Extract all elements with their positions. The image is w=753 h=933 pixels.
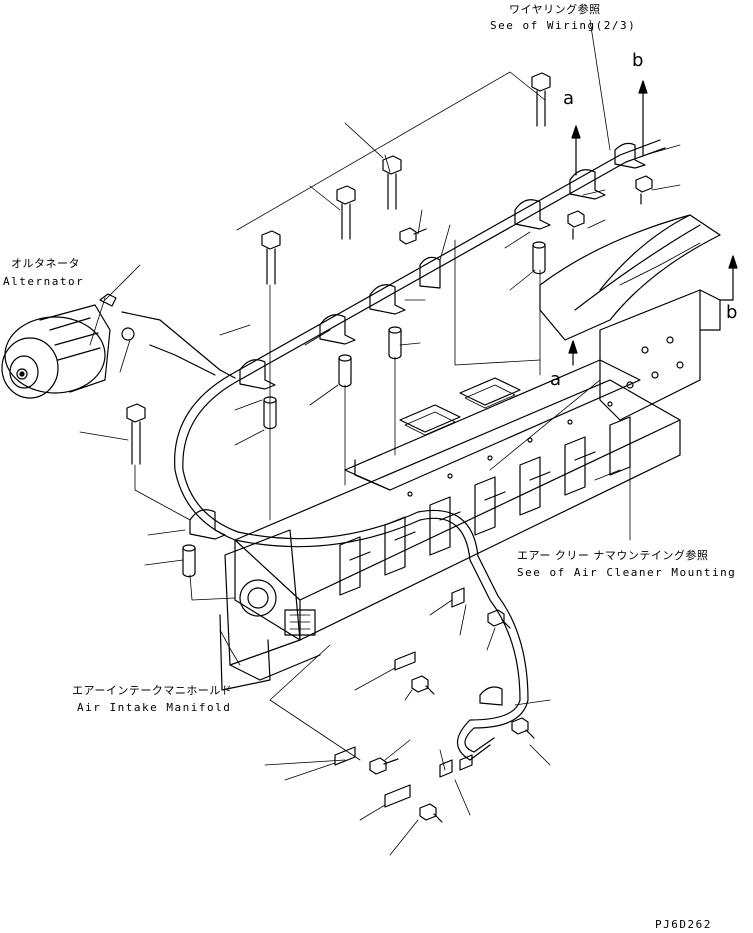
ref-marker-a-top: a bbox=[563, 88, 575, 109]
air-cleaner-bracket bbox=[540, 215, 720, 420]
manifold-body bbox=[220, 360, 680, 690]
mounting-bolts bbox=[127, 73, 652, 822]
alternator-label-en: Alternator bbox=[3, 275, 85, 288]
ref-marker-a-bottom: a bbox=[550, 369, 562, 390]
harness-clamps bbox=[190, 143, 645, 705]
leader-lines bbox=[80, 20, 700, 855]
wiring-label-jp: ワイヤリング参照 bbox=[509, 3, 601, 16]
ref-marker-b-top: b bbox=[632, 50, 644, 71]
air-cleaner-label-jp: エアー クリー ナマウンテイング参照 bbox=[517, 549, 709, 562]
intake-label-en: Air Intake Manifold bbox=[77, 701, 232, 714]
drawing-code: PJ6D262 bbox=[655, 918, 712, 931]
harness-tube bbox=[175, 140, 665, 760]
alternator-label-jp: オルタネータ bbox=[11, 257, 80, 270]
intake-label-jp: エアーインテークマニホールド bbox=[72, 684, 233, 697]
wiring-label-en: See of Wiring(2/3) bbox=[490, 19, 637, 32]
alternator bbox=[2, 294, 235, 398]
ref-marker-b-right: b bbox=[726, 302, 738, 323]
reference-arrows bbox=[569, 81, 737, 365]
air-cleaner-label-en: See of Air Cleaner Mounting bbox=[517, 566, 737, 579]
